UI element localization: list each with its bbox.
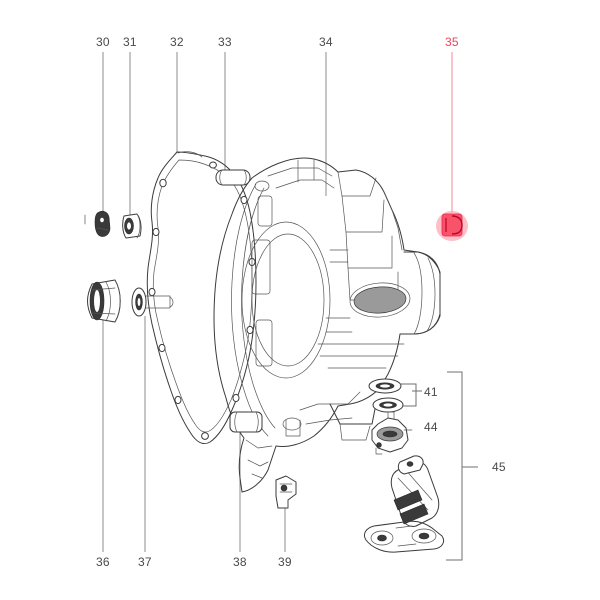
callout-label-30: 30: [96, 35, 110, 49]
callout-label-35: 35: [445, 35, 459, 49]
callout-label-44: 44: [424, 420, 438, 434]
part-bearing-seal: [87, 279, 121, 323]
gasket-hole: [209, 161, 217, 169]
callout-label-36: 36: [96, 555, 110, 569]
gasket-hole: [148, 287, 156, 297]
callout-label-45: 45: [492, 460, 506, 474]
bracket-45: [446, 371, 478, 561]
part-detent-bracket: [275, 475, 297, 509]
gasket-hole: [201, 432, 209, 440]
bracket-41: [400, 383, 422, 407]
callout-label-32: 32: [170, 35, 184, 49]
callout-label-37: 37: [138, 555, 152, 569]
housing-bore: [241, 221, 331, 379]
part-detent-housing: [371, 411, 413, 455]
gasket-hole: [159, 178, 167, 188]
part-shim-ring: [131, 287, 174, 317]
gasket-hole: [232, 393, 240, 403]
gasket-hole: [240, 195, 248, 205]
callout-label-33: 33: [218, 35, 232, 49]
gasket-hole: [158, 343, 166, 353]
part-dowel-pin-lower: [229, 411, 263, 433]
leader-lines-top: [102, 52, 453, 216]
housing-oval-recess: [353, 286, 407, 314]
part-rear-transmission-housing: [213, 157, 441, 493]
part-retaining-clip: [84, 210, 111, 237]
callout-label-41: 41: [424, 385, 438, 399]
gasket-hole: [152, 227, 160, 237]
part-sealing-ring-pair: [368, 378, 422, 413]
leader-lines-bottom: [102, 316, 286, 552]
part-dowel-pin-upper: [215, 169, 251, 186]
part-bushing-ring: [122, 213, 142, 239]
part-selector-shaft-lever: [363, 455, 445, 553]
part-highlighted-plug: [436, 211, 468, 241]
gasket-hole: [174, 395, 182, 405]
callout-label-34: 34: [319, 35, 333, 49]
housing-bore-inner: [251, 233, 325, 367]
callout-label-39: 39: [278, 555, 292, 569]
callout-label-38: 38: [233, 555, 247, 569]
gasket-hole: [246, 325, 254, 335]
callout-label-31: 31: [123, 35, 137, 49]
